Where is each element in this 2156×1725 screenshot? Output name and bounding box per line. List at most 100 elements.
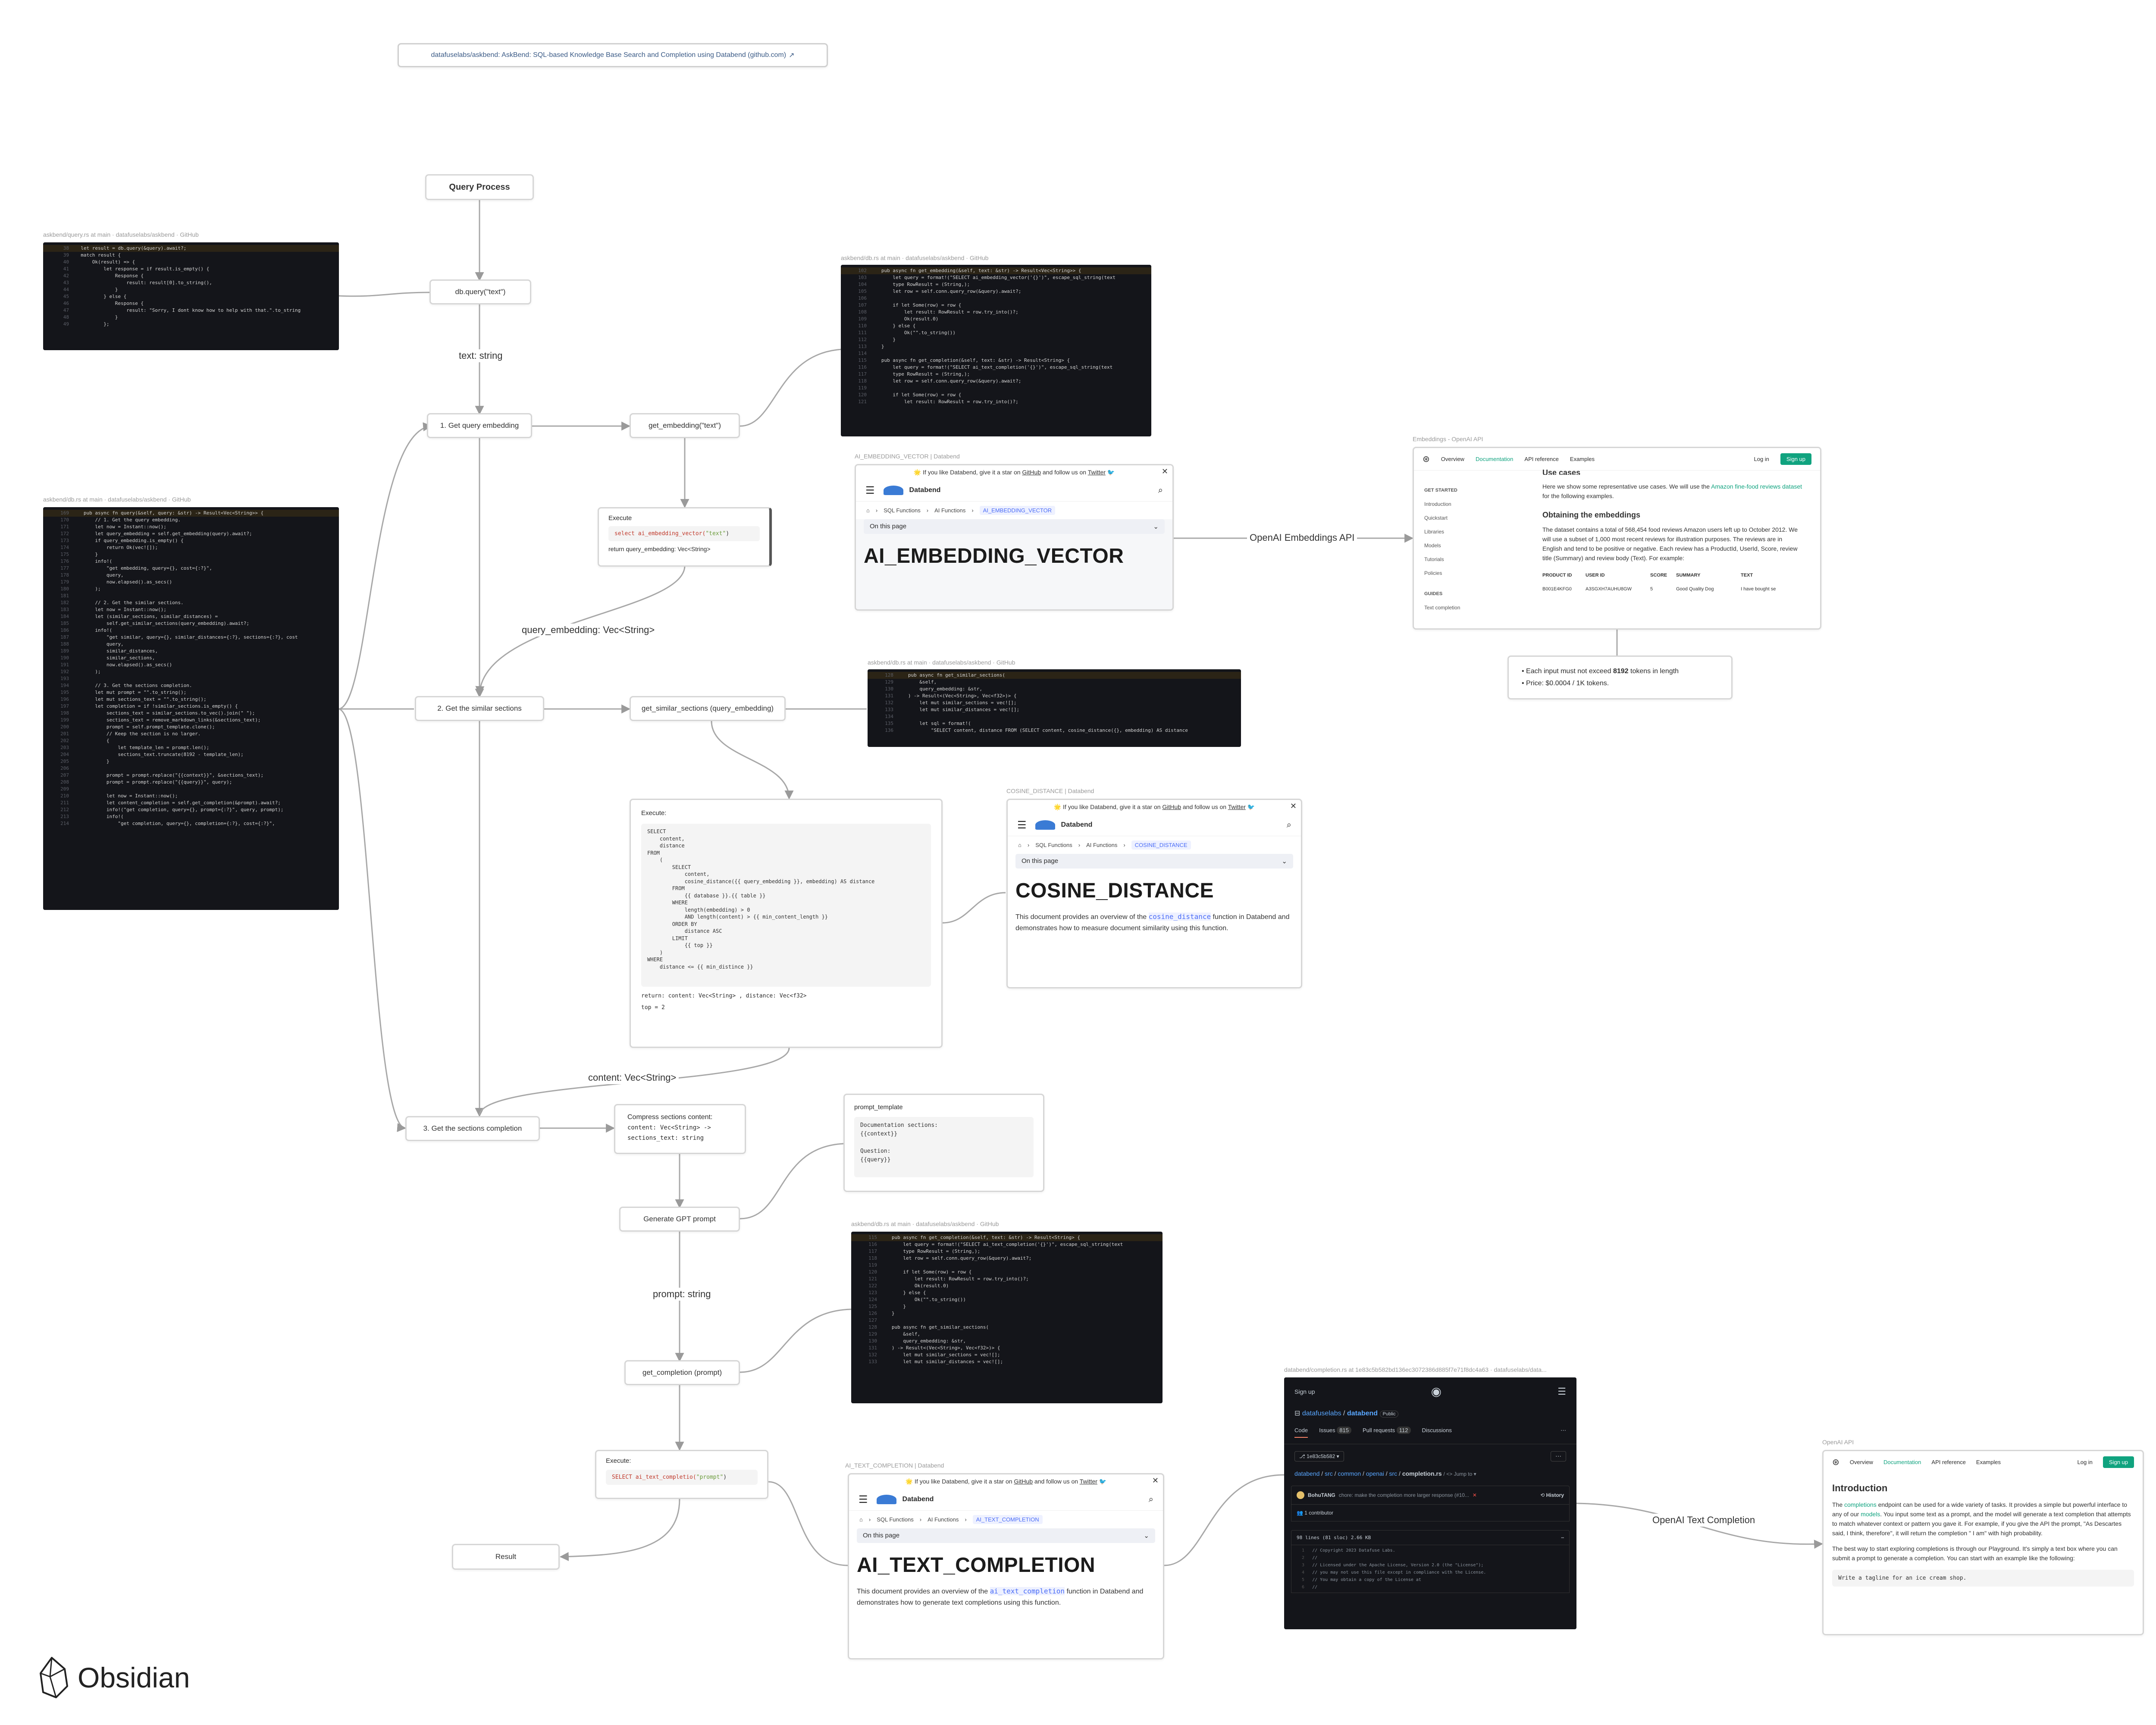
nav-documentation[interactable]: Documentation xyxy=(1883,1459,1921,1465)
compress-sections-node[interactable]: Compress sections content: content: Vec<… xyxy=(614,1104,746,1154)
history-link[interactable]: ⟲ History xyxy=(1540,1492,1564,1498)
openai-embeddings-card[interactable]: ⊛ Overview Documentation API reference E… xyxy=(1413,447,1821,630)
branch-selector[interactable]: ⎇ 1e83c5b582 ▾ xyxy=(1294,1451,1344,1462)
repo-owner[interactable]: datafuselabs xyxy=(1302,1410,1341,1417)
databend-brand[interactable]: Databend xyxy=(1061,821,1093,828)
sidebar-item[interactable]: Quickstart xyxy=(1424,515,1448,521)
home-icon[interactable]: ⌂ xyxy=(1018,842,1022,848)
get-embedding-node[interactable]: get_embedding("text") xyxy=(630,413,740,438)
crumb-ai-functions[interactable]: AI Functions xyxy=(934,507,966,514)
menu-icon[interactable]: ☰ xyxy=(859,1493,868,1505)
nav-examples[interactable]: Examples xyxy=(1570,456,1595,462)
close-icon[interactable]: ✕ xyxy=(1290,802,1297,810)
code-card-db-rs-left[interactable]: 169 pub async fn query(&self, query: &st… xyxy=(43,507,339,910)
search-icon[interactable]: ⌕ xyxy=(1286,820,1291,830)
get-query-embedding-node[interactable]: 1. Get query embedding xyxy=(427,413,532,438)
close-icon[interactable]: ✕ xyxy=(1161,467,1168,476)
github-link[interactable]: GitHub xyxy=(1162,803,1181,810)
openai-logo-icon[interactable]: ⊛ xyxy=(1423,455,1430,464)
sidebar-item[interactable]: Models xyxy=(1424,543,1441,549)
databend-brand[interactable]: Databend xyxy=(902,1496,934,1503)
github-signup-button[interactable]: Sign up xyxy=(1294,1388,1315,1395)
close-icon[interactable]: ✕ xyxy=(1152,1476,1159,1485)
code-card-db-rs-mid[interactable]: 128 pub async fn get_similar_sections(12… xyxy=(868,669,1241,747)
execute-embedding-card[interactable]: Execute select ai_embedding_vector("text… xyxy=(598,507,772,567)
execute-similar-card[interactable]: Execute: SELECT content, distance FROM (… xyxy=(630,799,943,1048)
generate-gpt-prompt-node[interactable]: Generate GPT prompt xyxy=(619,1207,740,1232)
get-completion-node[interactable]: get_completion (prompt) xyxy=(624,1360,740,1385)
nav-examples[interactable]: Examples xyxy=(1976,1459,2001,1465)
nav-login[interactable]: Log in xyxy=(2077,1459,2093,1465)
menu-icon[interactable]: ☰ xyxy=(1017,819,1027,831)
tab-issues[interactable]: Issues 815 xyxy=(1319,1427,1351,1438)
twitter-link[interactable]: Twitter xyxy=(1087,469,1106,476)
nav-signup-button[interactable]: Sign up xyxy=(2103,1456,2134,1468)
on-this-page-dropdown[interactable]: On this page⌄ xyxy=(857,1528,1155,1543)
db-query-node[interactable]: db.query("text") xyxy=(429,279,531,304)
tab-discussions[interactable]: Discussions xyxy=(1422,1427,1452,1433)
search-icon[interactable]: ⌕ xyxy=(1158,485,1163,495)
twitter-link[interactable]: Twitter xyxy=(1228,803,1246,810)
dataset-link[interactable]: Amazon fine-food reviews dataset xyxy=(1711,483,1802,490)
query-process-node[interactable]: Query Process xyxy=(425,174,534,200)
search-icon[interactable]: ⌕ xyxy=(1148,1494,1153,1504)
nav-signup-button[interactable]: Sign up xyxy=(1780,453,1811,465)
crumb-sql-functions[interactable]: SQL Functions xyxy=(877,1516,914,1523)
sidebar-item[interactable]: Tutorials xyxy=(1424,556,1444,562)
execute-completion-card[interactable]: Execute: SELECT ai_text_completio("promp… xyxy=(595,1450,768,1499)
doc-title: AI_TEXT_COMPLETION xyxy=(857,1554,1096,1577)
limits-card[interactable]: • Each input must not exceed 8192 tokens… xyxy=(1507,656,1733,699)
commit-message[interactable]: chore: make the completion more larger r… xyxy=(1338,1492,1469,1498)
sidebar-item[interactable]: Policies xyxy=(1424,570,1442,576)
get-sections-completion-node[interactable]: 3. Get the sections completion xyxy=(405,1116,540,1141)
nav-documentation[interactable]: Documentation xyxy=(1475,456,1514,462)
openai-completion-card[interactable]: ⊛ Overview Documentation API reference E… xyxy=(1822,1450,2144,1635)
nav-api-reference[interactable]: API reference xyxy=(1524,456,1559,462)
github-logo-icon[interactable]: ◉ xyxy=(1431,1385,1442,1398)
execute-embedding-title: Execute xyxy=(608,514,632,522)
nav-login[interactable]: Log in xyxy=(1754,456,1769,462)
github-card[interactable]: Sign up ◉ ☰ ⊟ datafuselabs / databend Pu… xyxy=(1284,1377,1576,1629)
github-link[interactable]: GitHub xyxy=(1014,1478,1033,1485)
more-icon[interactable]: ⋯ xyxy=(1561,1427,1566,1433)
home-icon[interactable]: ⌂ xyxy=(866,507,870,514)
crumb-sql-functions[interactable]: SQL Functions xyxy=(1035,842,1072,848)
nav-overview[interactable]: Overview xyxy=(1849,1459,1873,1465)
crumb-ai-functions[interactable]: AI Functions xyxy=(928,1516,959,1523)
crumb-sql-functions[interactable]: SQL Functions xyxy=(884,507,921,514)
menu-icon[interactable]: ☰ xyxy=(865,484,875,496)
code-card-db-rs-top[interactable]: 102 pub async fn get_embedding(&self, te… xyxy=(841,265,1151,436)
on-this-page-dropdown[interactable]: On this page⌄ xyxy=(1015,854,1293,869)
doc-card-ai-text-completion[interactable]: 🌟 If you like Databend, give it a star o… xyxy=(848,1473,1164,1659)
home-icon[interactable]: ⌂ xyxy=(859,1516,863,1523)
repo-name[interactable]: databend xyxy=(1347,1410,1378,1417)
commit-author[interactable]: BohuTANG xyxy=(1308,1492,1335,1498)
nav-overview[interactable]: Overview xyxy=(1441,456,1464,462)
crumb-ai-functions[interactable]: AI Functions xyxy=(1086,842,1118,848)
sidebar-item[interactable]: Introduction xyxy=(1424,501,1451,507)
openai-logo-icon[interactable]: ⊛ xyxy=(1832,1458,1839,1467)
on-this-page-dropdown[interactable]: On this page⌄ xyxy=(864,519,1165,534)
doc-card-cosine-distance[interactable]: 🌟 If you like Databend, give it a star o… xyxy=(1006,799,1302,988)
doc-card-ai-embedding-vector[interactable]: 🌟 If you like Databend, give it a star o… xyxy=(855,464,1174,611)
models-link[interactable]: models xyxy=(1861,1511,1880,1518)
get-similar-sections-node[interactable]: 2. Get the similar sections xyxy=(415,696,544,721)
twitter-link[interactable]: Twitter xyxy=(1079,1478,1097,1485)
tab-code[interactable]: Code xyxy=(1294,1427,1308,1438)
code-card-db-rs-bottom[interactable]: 115 pub async fn get_completion(&self, t… xyxy=(851,1232,1163,1403)
prompt-template-card[interactable]: prompt_template Documentation sections: … xyxy=(843,1094,1044,1192)
databend-brand[interactable]: Databend xyxy=(909,486,941,494)
completions-link[interactable]: completions xyxy=(1844,1501,1877,1508)
code-card-query-rs[interactable]: 38 let result = db.query(&query).await?;… xyxy=(43,242,339,350)
sidebar-item[interactable]: Libraries xyxy=(1424,529,1445,535)
sidebar-item[interactable]: Text completion xyxy=(1424,605,1460,611)
source-link-card[interactable]: datafuselabs/askbend: AskBend: SQL-based… xyxy=(398,43,828,67)
tab-pull-requests[interactable]: Pull requests 112 xyxy=(1363,1427,1411,1438)
result-node[interactable]: Result xyxy=(452,1544,560,1570)
get-similar-sections-fn-node[interactable]: get_similar_sections (query_embedding) xyxy=(630,696,786,721)
source-link-text[interactable]: datafuselabs/askbend: AskBend: SQL-based… xyxy=(431,51,787,59)
nav-api-reference[interactable]: API reference xyxy=(1931,1459,1966,1465)
menu-icon[interactable]: ☰ xyxy=(1557,1386,1566,1397)
more-icon[interactable]: ⋯ xyxy=(1551,1451,1566,1462)
github-link[interactable]: GitHub xyxy=(1022,469,1041,476)
